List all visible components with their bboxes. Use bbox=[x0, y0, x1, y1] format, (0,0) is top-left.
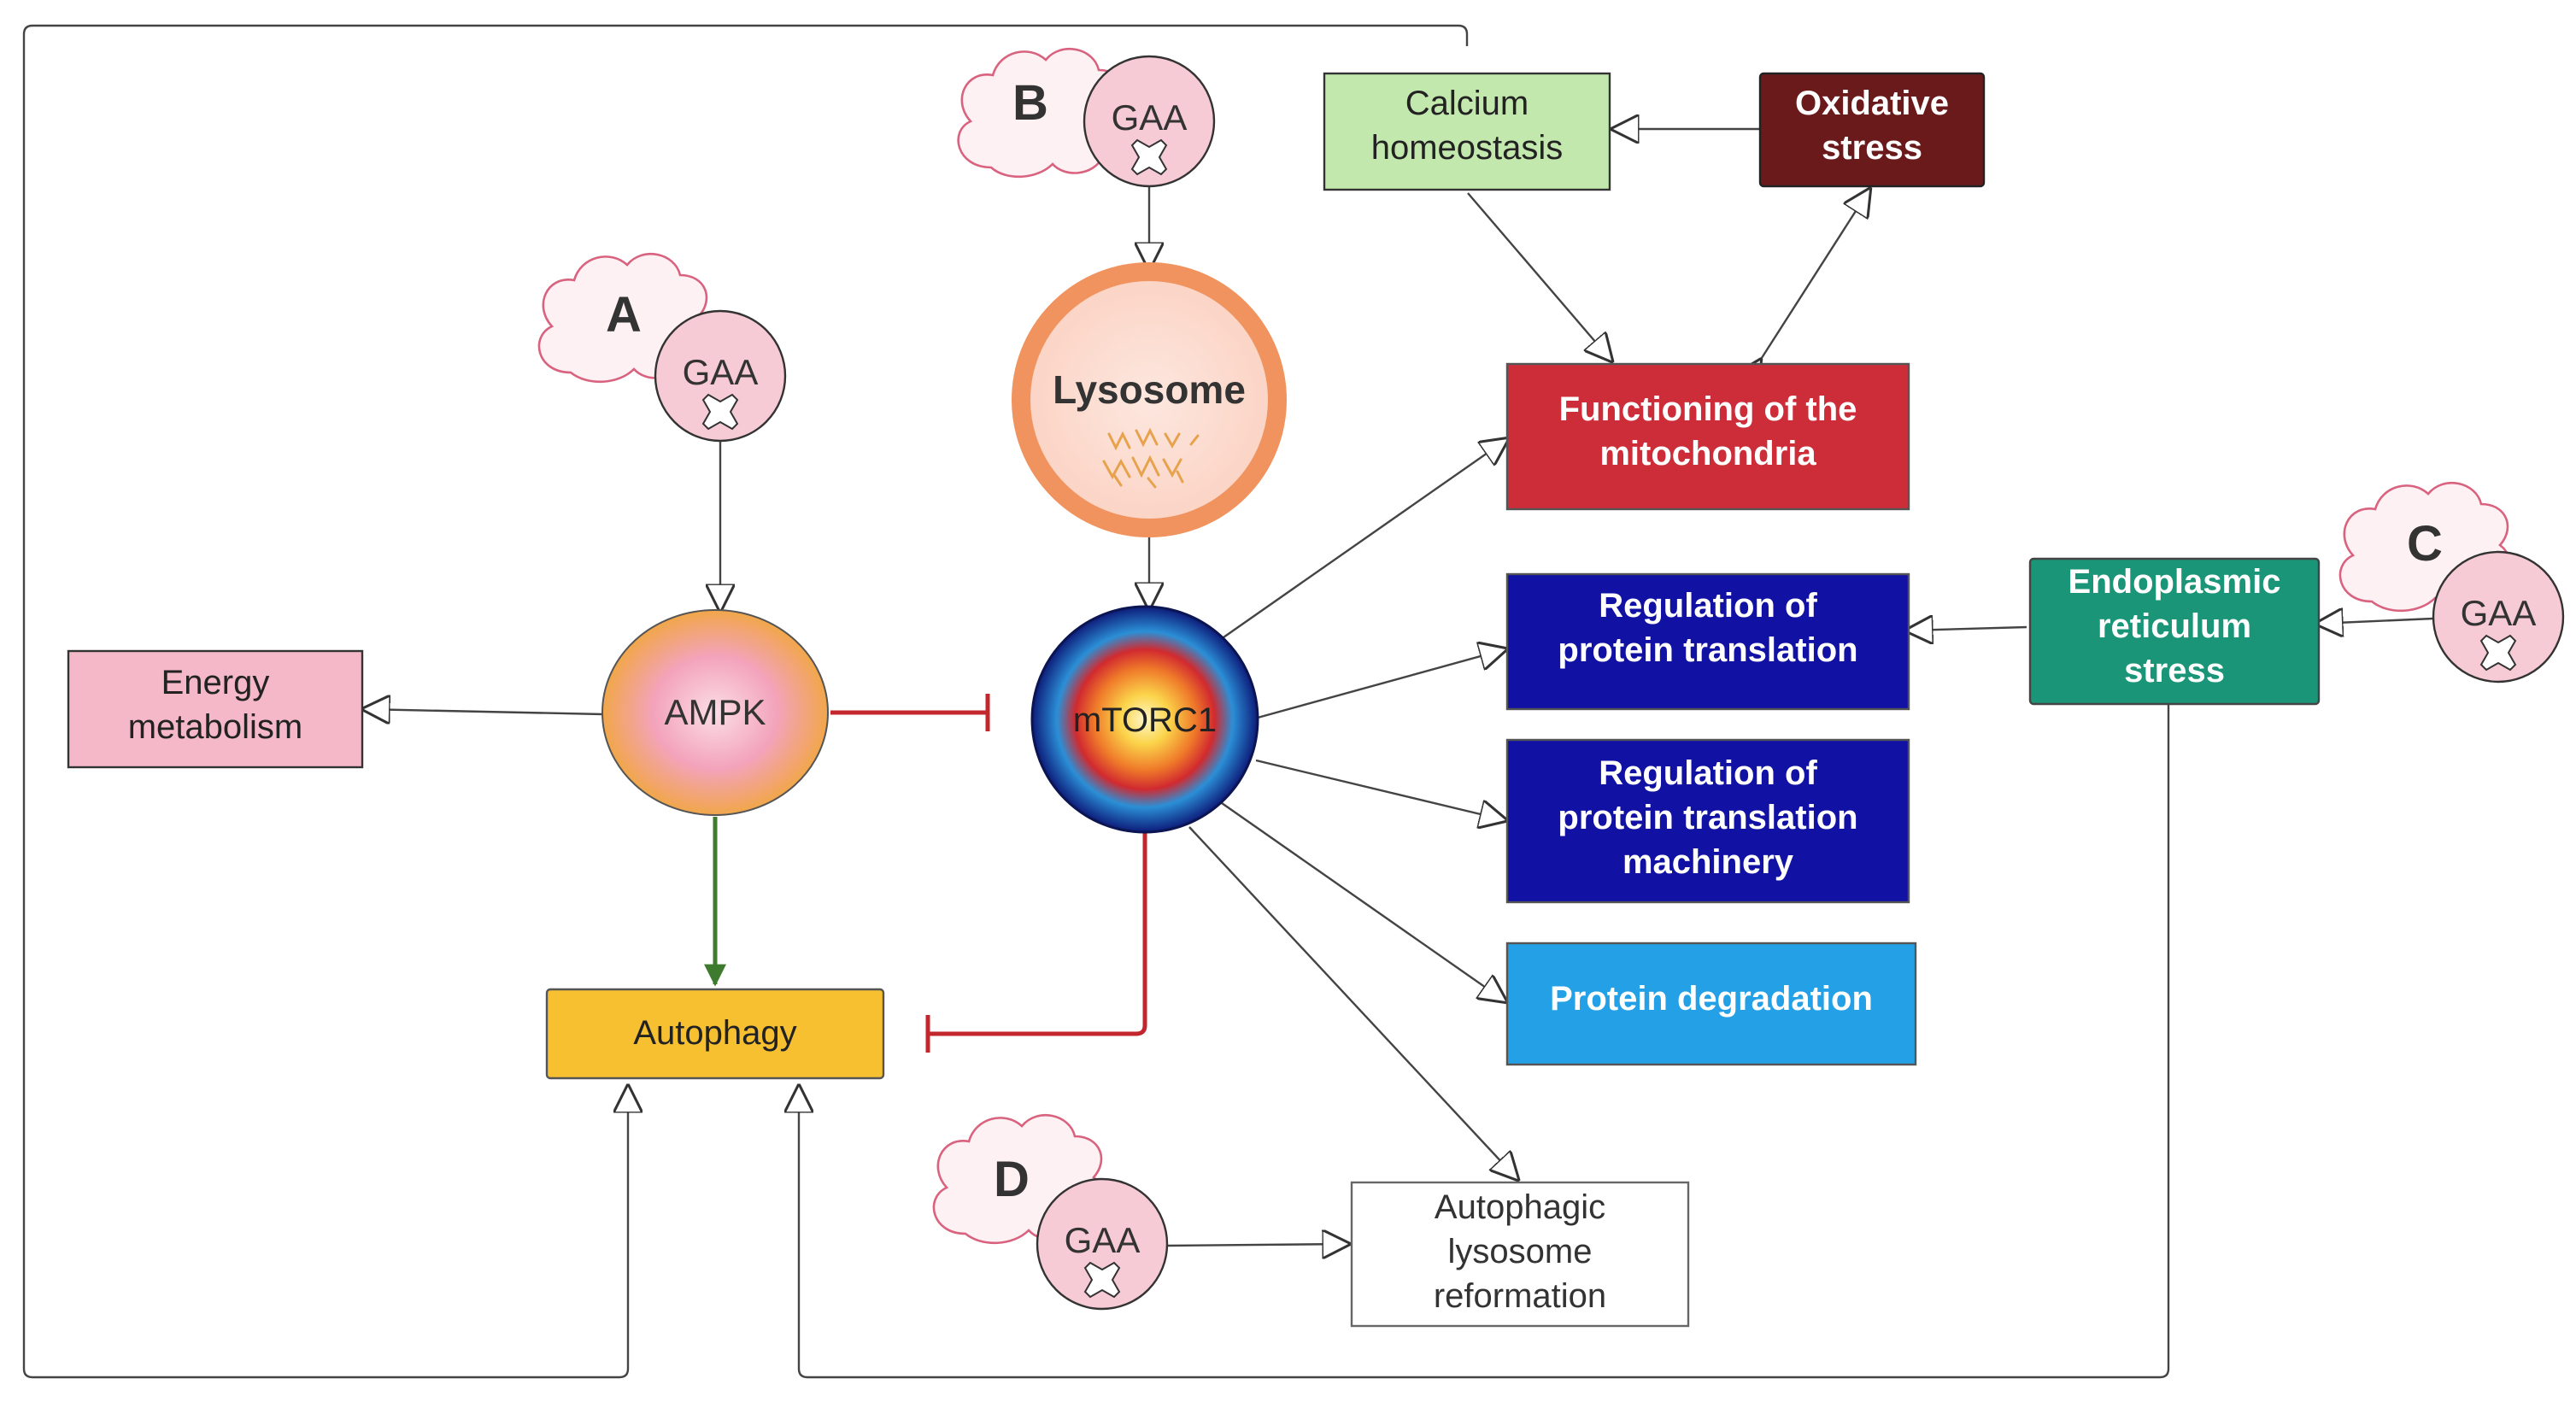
glycogen-icon bbox=[1102, 427, 1200, 489]
gaa-c-to-er bbox=[2317, 619, 2434, 624]
gaa-d-to-alr bbox=[1166, 1244, 1348, 1246]
panel-d-gaa: D GAA bbox=[932, 1113, 1169, 1311]
mtorc1-to-mito bbox=[1223, 439, 1507, 638]
er-label-1: Endoplasmic bbox=[2068, 563, 2281, 601]
mtorc1-inhibits-autophagy bbox=[925, 830, 1147, 1053]
reg-trans-label-1: Regulation of bbox=[1599, 587, 1817, 625]
cloud-icon bbox=[957, 47, 1130, 179]
alr-label-2: lysosome bbox=[1448, 1233, 1593, 1270]
mito-label-1: Functioning of the bbox=[1559, 390, 1857, 428]
ampk-node: AMPK bbox=[601, 609, 829, 816]
mtorc1-node: mTORC1 bbox=[1030, 605, 1259, 834]
panel-b-gaa-label: GAA bbox=[1112, 97, 1188, 138]
mtorc1-to-reg-mach bbox=[1255, 759, 1505, 820]
calcium-label-2: homeostasis bbox=[1371, 129, 1564, 167]
lysosome-node: Lysosome bbox=[1012, 262, 1287, 537]
calcium-to-mito bbox=[1467, 192, 1611, 361]
panel-b-gaa: B GAA bbox=[957, 47, 1216, 188]
panel-c-gaa: C GAA bbox=[2338, 481, 2565, 683]
panel-a-gaa-label: GAA bbox=[683, 352, 759, 392]
reg-mach-label-2: protein translation bbox=[1558, 799, 1857, 836]
er-stress-node: Endoplasmic reticulum stress bbox=[2028, 557, 2321, 706]
mtorc1-to-alr bbox=[1188, 826, 1517, 1179]
lysosome-label: Lysosome bbox=[1053, 367, 1246, 412]
cross-icon bbox=[1083, 1261, 1121, 1299]
panel-d-gaa-label: GAA bbox=[1065, 1220, 1141, 1260]
panel-c-letter: C bbox=[2407, 516, 2443, 572]
reg-machinery-node: Regulation of protein translation machin… bbox=[1505, 738, 1910, 904]
reg-mach-label-1: Regulation of bbox=[1599, 754, 1817, 792]
cross-icon bbox=[2479, 634, 2517, 672]
autophagy-node: Autophagy bbox=[545, 988, 885, 1080]
panel-a-gaa: A GAA bbox=[537, 252, 787, 443]
mtorc1-to-reg-trans bbox=[1257, 649, 1505, 719]
outer-feedback-loop bbox=[22, 24, 1469, 1379]
reg-translation-node: Regulation of protein translation bbox=[1505, 572, 1910, 711]
reg-trans-label-2: protein translation bbox=[1558, 631, 1857, 669]
degradation-label: Protein degradation bbox=[1550, 980, 1873, 1018]
oxidative-label-2: stress bbox=[1822, 129, 1922, 167]
mito-label-2: mitochondria bbox=[1599, 435, 1816, 472]
alr-label-1: Autophagic bbox=[1435, 1188, 1605, 1226]
panel-d-letter: D bbox=[994, 1152, 1030, 1207]
energy-label-2: metabolism bbox=[128, 708, 303, 746]
cross-icon bbox=[1130, 138, 1168, 176]
alr-label-3: reformation bbox=[1434, 1277, 1606, 1315]
alr-node: Autophagic lysosome reformation bbox=[1350, 1181, 1690, 1328]
calcium-label-1: Calcium bbox=[1405, 85, 1529, 122]
calcium-node: Calcium homeostasis bbox=[1323, 72, 1611, 191]
connectors bbox=[22, 24, 2434, 1379]
ampk-inhibits-mtorc1 bbox=[830, 694, 990, 731]
er-to-reg-trans bbox=[1907, 627, 2027, 631]
mitochondria-node: Functioning of the mitochondria bbox=[1505, 362, 1910, 511]
er-label-3: stress bbox=[2124, 652, 2225, 689]
panel-a-letter: A bbox=[606, 287, 642, 343]
panel-c-gaa-label: GAA bbox=[2461, 593, 2537, 633]
degradation-node: Protein degradation bbox=[1505, 942, 1917, 1066]
ampk-to-energy bbox=[364, 709, 604, 714]
panel-b-letter: B bbox=[1012, 75, 1048, 131]
cross-icon bbox=[701, 393, 739, 431]
er-label-2: reticulum bbox=[2098, 607, 2251, 645]
ampk-label: AMPK bbox=[664, 692, 766, 732]
mito-oxidative-link bbox=[1760, 190, 1869, 361]
oxidative-label-1: Oxidative bbox=[1795, 85, 1949, 122]
autophagy-label: Autophagy bbox=[633, 1014, 796, 1052]
energy-label-1: Energy bbox=[161, 664, 270, 701]
energy-metabolism-node: Energy metabolism bbox=[67, 649, 364, 769]
oxidative-node: Oxidative stress bbox=[1758, 72, 1986, 188]
mtorc1-to-degradation bbox=[1221, 802, 1505, 1001]
reg-mach-label-3: machinery bbox=[1622, 843, 1794, 881]
er-to-autophagy-line bbox=[799, 702, 2170, 1379]
mtorc1-label: mTORC1 bbox=[1073, 701, 1217, 739]
